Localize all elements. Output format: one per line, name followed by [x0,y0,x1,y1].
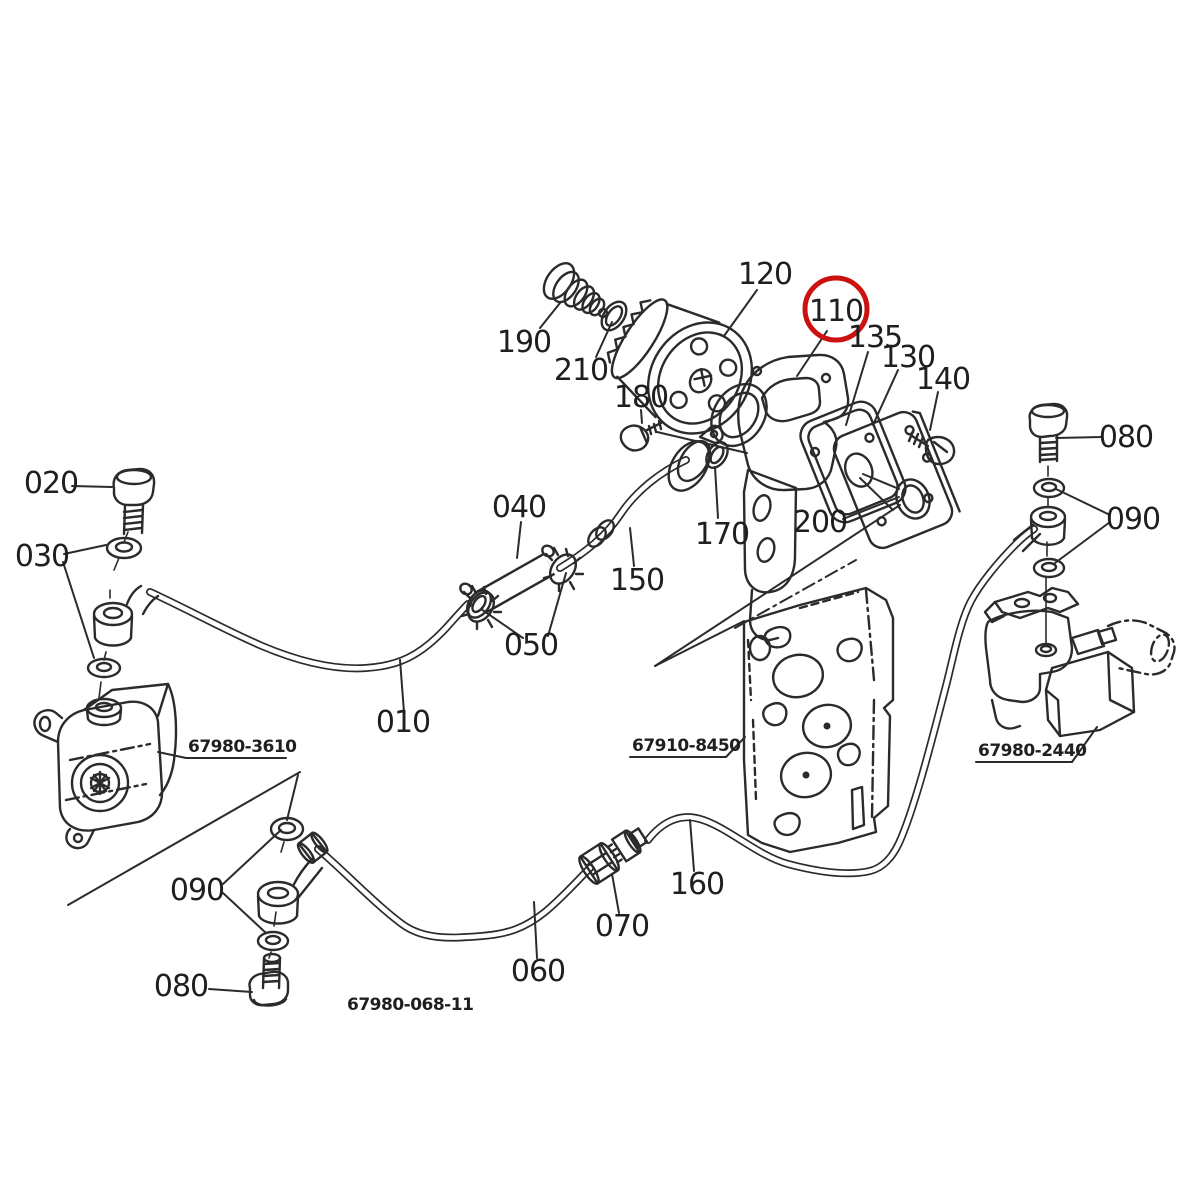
callout-210: 210 [554,353,608,388]
oil-filter-120 [606,298,754,435]
bolt-080-right [1028,402,1069,464]
callout-180: 180 [614,380,668,415]
callout-090-right: 090 [1106,502,1160,537]
assembly-axis-bottom-left [268,841,285,959]
callout-040: 040 [492,490,546,525]
part-number-engine-block: 67910-8450 [632,736,741,756]
callout-labels: 190 210 120 110 135 130 140 180 020 030 … [15,257,1161,1004]
callout-170: 170 [695,517,749,552]
callout-130: 130 [881,340,935,375]
banjo-fitting-left [92,584,160,647]
callout-080-bottom: 080 [154,969,208,1004]
hydraulic-pump [33,682,178,850]
washer-090-bottom-lower [256,930,290,952]
callout-120: 120 [738,257,792,292]
oring-170 [705,441,729,469]
part-number-pipe-assembly: 67980-068-11 [347,995,473,1015]
bolt-020 [112,467,156,536]
seal-200 [895,478,931,520]
callout-160: 160 [670,867,724,902]
callout-150: 150 [610,563,664,598]
part-number-valve: 67980-2440 [978,741,1087,761]
callout-010: 010 [376,705,430,740]
assembly-axis-right [1045,465,1049,647]
indicator-lines [67,504,901,906]
highlight-circle-110 [802,275,870,343]
bolt-140 [907,429,956,466]
pipe-150 [556,456,690,572]
callout-140: 140 [916,362,970,397]
callout-050: 050 [504,628,558,663]
oring-210 [600,300,628,332]
banjo-fitting-bottom [256,856,324,925]
relief-valve-190 [542,262,609,319]
part-number-underlines [185,756,1073,763]
washer-090-bottom-upper [269,816,305,842]
callout-190: 190 [497,325,551,360]
callout-060: 060 [511,954,565,989]
callout-110: 110 [809,294,863,329]
part-number-pump: 67980-3610 [188,737,297,757]
callout-080-right: 080 [1099,420,1153,455]
washer-090-right-lower [1032,557,1066,579]
pipe-150-sleeve [587,519,615,548]
engine-block [742,586,895,854]
hose-010 [146,588,472,673]
callout-070: 070 [595,909,649,944]
valve-assembly [983,586,1176,738]
pipe-160 [644,525,1038,878]
banjo-fitting-right [1012,505,1067,553]
washer-030-upper [105,536,143,560]
callout-020: 020 [24,466,78,501]
pipe-060 [314,845,594,942]
hose-clamp-050-left [459,582,503,631]
washer-090-right-upper [1032,477,1066,499]
gasket-135 [799,400,907,524]
hose-clamp-050-right [541,544,585,593]
callout-090-bottom: 090 [170,873,224,908]
filter-base-110 [710,353,850,642]
callout-135: 135 [848,320,902,355]
leader-lines [62,289,1111,993]
washer-030-lower [86,657,122,679]
bolt-080-bottom [248,952,290,1007]
part-number-labels: 67980-3610 67910-8450 67980-2440 67980-0… [188,736,1088,1015]
callout-030: 030 [15,539,69,574]
pipe-060-end-nut [296,831,329,864]
union-joint-070 [578,827,649,885]
callout-200: 200 [793,505,847,540]
seal-wedge-lines [859,473,900,511]
